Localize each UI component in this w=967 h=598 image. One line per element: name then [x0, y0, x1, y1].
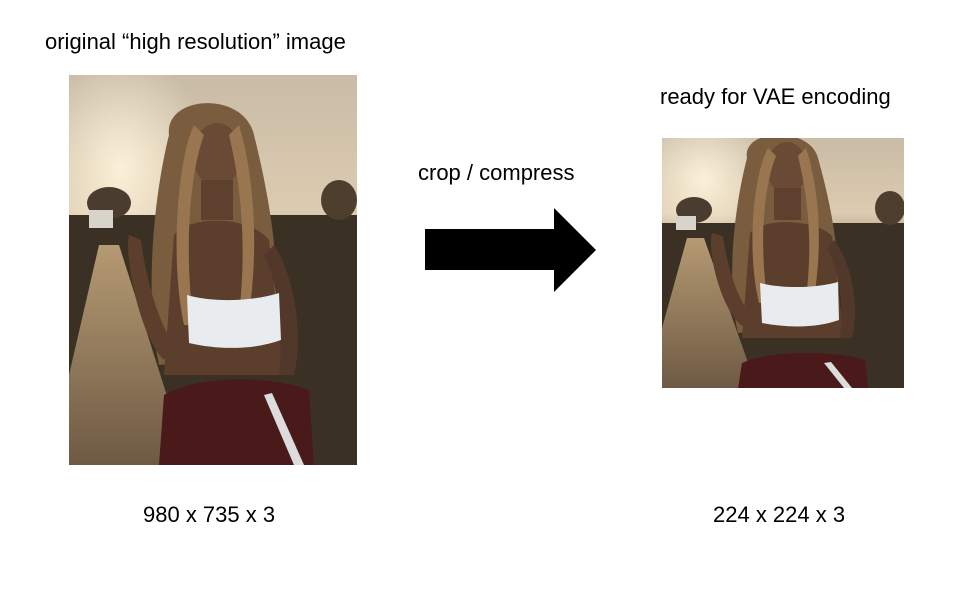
- original-dimensions: 980 x 735 x 3: [143, 502, 276, 527]
- arrow-label: crop / compress: [418, 160, 575, 185]
- original-photo: [69, 75, 357, 465]
- processed-image-title: ready for VAE encoding: [660, 84, 891, 109]
- cropped-photo-graphic: [662, 138, 904, 388]
- original-image-title: original “high resolution” image: [45, 29, 346, 54]
- processed-dimensions: 224 x 224 x 3: [713, 502, 846, 527]
- original-photo-graphic: [69, 75, 357, 465]
- right-arrow-icon: [425, 208, 596, 292]
- cropped-photo: [662, 138, 904, 388]
